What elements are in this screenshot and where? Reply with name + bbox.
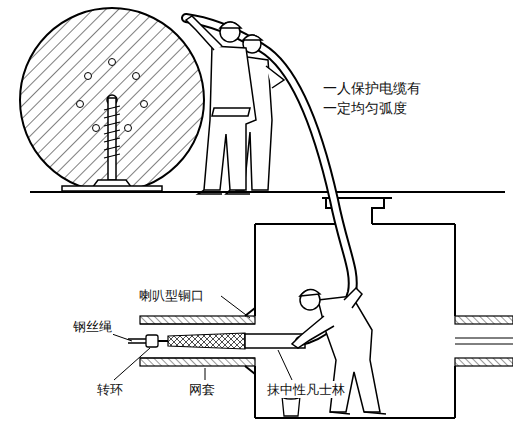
cable-drum [20,8,204,192]
part-label: 钢丝绳 [72,318,113,335]
worker [220,22,241,28]
worker [204,46,256,190]
cable-drum [77,101,84,108]
ground-line [392,191,505,193]
pulling-assembly [146,335,158,347]
cable-drum [20,8,204,192]
leader-line [114,348,150,380]
manhole-chamber [255,223,455,225]
cable-drum [141,101,148,108]
jack-stand [104,106,120,158]
part-label: 抹中性凡士林 [266,381,346,398]
jack-stand [62,186,162,191]
cable-drum [133,73,140,80]
worker [186,16,222,50]
note-label: 一人保护电缆有 一定均匀弧度 [322,78,425,118]
worker [243,35,262,40]
manhole-chamber [255,224,455,418]
ground-line [30,191,322,193]
cable [186,18,353,341]
part-label: 网套 [188,381,216,398]
cable [186,18,353,341]
pulling-assembly [168,333,245,349]
right-duct [455,338,513,344]
left-duct [140,316,255,324]
left-duct [140,308,255,374]
worker [330,412,386,414]
jack-stand [62,98,162,191]
cable-drum [85,73,92,80]
leader-line [278,350,292,380]
part-label: 转环 [96,381,124,398]
cable-drum [93,125,100,132]
pulling-assembly [158,340,168,342]
part-label: 喇叭型铜口 [138,287,205,304]
worker [220,22,240,42]
left-duct [140,324,255,358]
left-duct [140,358,255,366]
leader-line [112,334,132,341]
worker [212,108,250,116]
worker [344,288,362,308]
manhole-chamber [255,192,455,418]
worker [300,290,320,310]
manhole-chamber [255,417,455,419]
worker [300,289,320,296]
worker [266,66,284,88]
worker [198,190,250,194]
right-duct [455,316,513,324]
right-duct [455,316,513,366]
right-duct [455,358,513,366]
worker [186,16,256,194]
leader-line [221,296,250,318]
cable-drum [125,125,132,132]
worker [292,316,334,348]
cable [186,18,353,341]
leader-line [112,296,292,380]
leader-line [205,368,206,380]
pulling-assembly [128,333,305,349]
ground-line [30,191,505,193]
cable-drum [109,59,116,66]
